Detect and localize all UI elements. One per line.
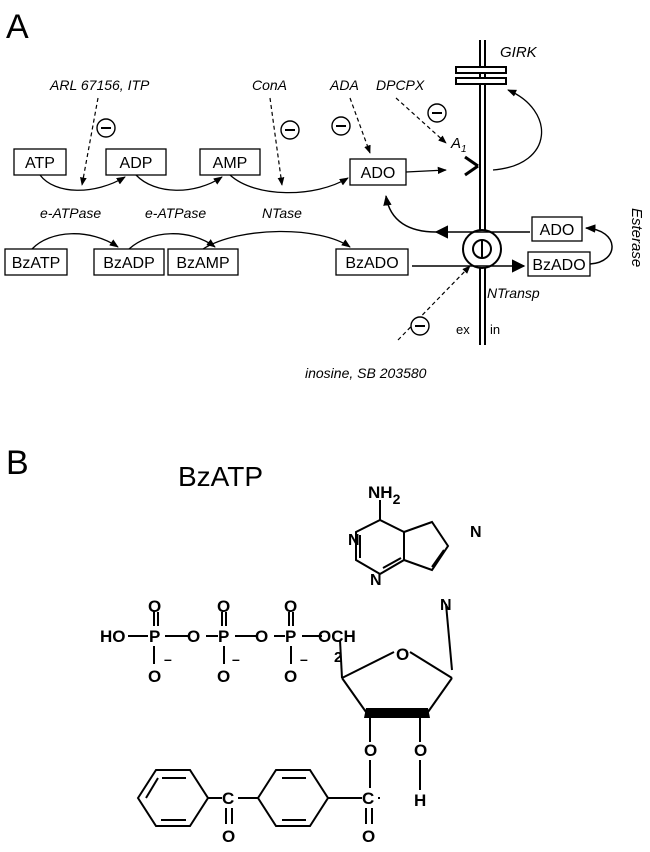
- svg-text:O: O: [414, 741, 427, 760]
- box-bzado-intracellular: BzADO: [527, 251, 591, 277]
- svg-text:BzAMP: BzAMP: [176, 255, 229, 272]
- svg-text:C: C: [222, 789, 234, 808]
- inhibitor-arl-label: ARL 67156, ITP: [49, 77, 150, 93]
- svg-text:O: O: [217, 597, 230, 616]
- box-bzado: BzADO: [335, 248, 409, 276]
- svg-text:O: O: [364, 741, 377, 760]
- svg-text:C: C: [362, 789, 374, 808]
- svg-text:NH2: NH2: [368, 483, 401, 507]
- enzyme-eatpase-1: e-ATPase: [40, 205, 101, 221]
- girk-channel-icon: [455, 66, 507, 85]
- box-atp: ATP: [13, 148, 67, 176]
- svg-text:P: P: [285, 627, 296, 646]
- box-amp: AMP: [199, 148, 261, 176]
- inhibitor-cona-label: ConA: [252, 77, 287, 93]
- in-label: in: [490, 322, 500, 337]
- svg-text:O: O: [148, 667, 161, 686]
- svg-text:N: N: [348, 532, 360, 549]
- enzyme-ntase: NTase: [262, 205, 302, 221]
- box-bzatp: BzATP: [4, 248, 68, 276]
- box-ado: ADO: [349, 158, 407, 186]
- girk-label: GIRK: [500, 44, 538, 61]
- svg-text:N: N: [370, 572, 382, 589]
- svg-text:ADO: ADO: [361, 165, 396, 182]
- svg-text:–: –: [300, 651, 308, 667]
- svg-text:–: –: [164, 651, 172, 667]
- box-adp: ADP: [105, 148, 167, 176]
- cell-membrane: [479, 40, 486, 345]
- transporter-icon: [462, 229, 502, 269]
- a1-girk-arrow: [492, 89, 543, 171]
- inhibition-dashed-arrows: [80, 97, 471, 341]
- svg-text:BzATP: BzATP: [12, 255, 61, 272]
- svg-text:O: O: [217, 667, 230, 686]
- atp-conversion-arrows: [39, 166, 447, 194]
- a1-receptor-icon: [464, 155, 479, 177]
- panel-b-label: B: [6, 444, 29, 482]
- svg-text:O: O: [187, 627, 200, 646]
- svg-text:ADP: ADP: [120, 155, 153, 172]
- bzatp-structure: [128, 500, 453, 827]
- a1-receptor-label: A1: [450, 135, 467, 155]
- svg-text:ATP: ATP: [25, 155, 55, 172]
- svg-text:P: P: [149, 627, 160, 646]
- svg-text:HO: HO: [100, 627, 126, 646]
- ex-label: ex: [456, 322, 470, 337]
- svg-text:BzADP: BzADP: [103, 255, 155, 272]
- box-bzamp: BzAMP: [167, 248, 239, 276]
- inosine-label: inosine, SB 203580: [305, 365, 427, 381]
- svg-text:N: N: [440, 597, 452, 614]
- svg-text:P: P: [218, 627, 229, 646]
- svg-text:O: O: [222, 827, 235, 846]
- svg-text:–: –: [232, 651, 240, 667]
- svg-text:N: N: [470, 524, 482, 541]
- inhibitor-ada-label: ADA: [329, 77, 359, 93]
- bzatp-conversion-arrows: [31, 230, 351, 250]
- box-bzadp: BzADP: [93, 248, 165, 276]
- svg-text:O: O: [396, 645, 409, 664]
- svg-text:BzADO: BzADO: [532, 257, 585, 274]
- ntransp-label: NTransp: [487, 285, 540, 301]
- svg-text:O: O: [148, 597, 161, 616]
- svg-text:O: O: [284, 597, 297, 616]
- inhibitor-dpcpx-label: DPCPX: [376, 77, 425, 93]
- bzatp-title: BzATP: [178, 461, 263, 492]
- svg-text:O: O: [255, 627, 268, 646]
- ribose-bold-bond: [364, 708, 430, 718]
- svg-text:AMP: AMP: [213, 155, 248, 172]
- panel-a-label: A: [6, 8, 29, 46]
- svg-text:O: O: [362, 827, 375, 846]
- enzyme-eatpase-2: e-ATPase: [145, 205, 206, 221]
- box-ado-intracellular: ADO: [531, 216, 583, 242]
- svg-text:H: H: [414, 791, 426, 810]
- svg-text:ADO: ADO: [540, 222, 575, 239]
- svg-text:BzADO: BzADO: [345, 255, 398, 272]
- svg-text:OCH: OCH: [318, 627, 356, 646]
- transport-arrows: [383, 194, 613, 273]
- svg-text:2: 2: [334, 649, 342, 666]
- svg-text:O: O: [284, 667, 297, 686]
- esterase-label: Esterase: [628, 208, 645, 267]
